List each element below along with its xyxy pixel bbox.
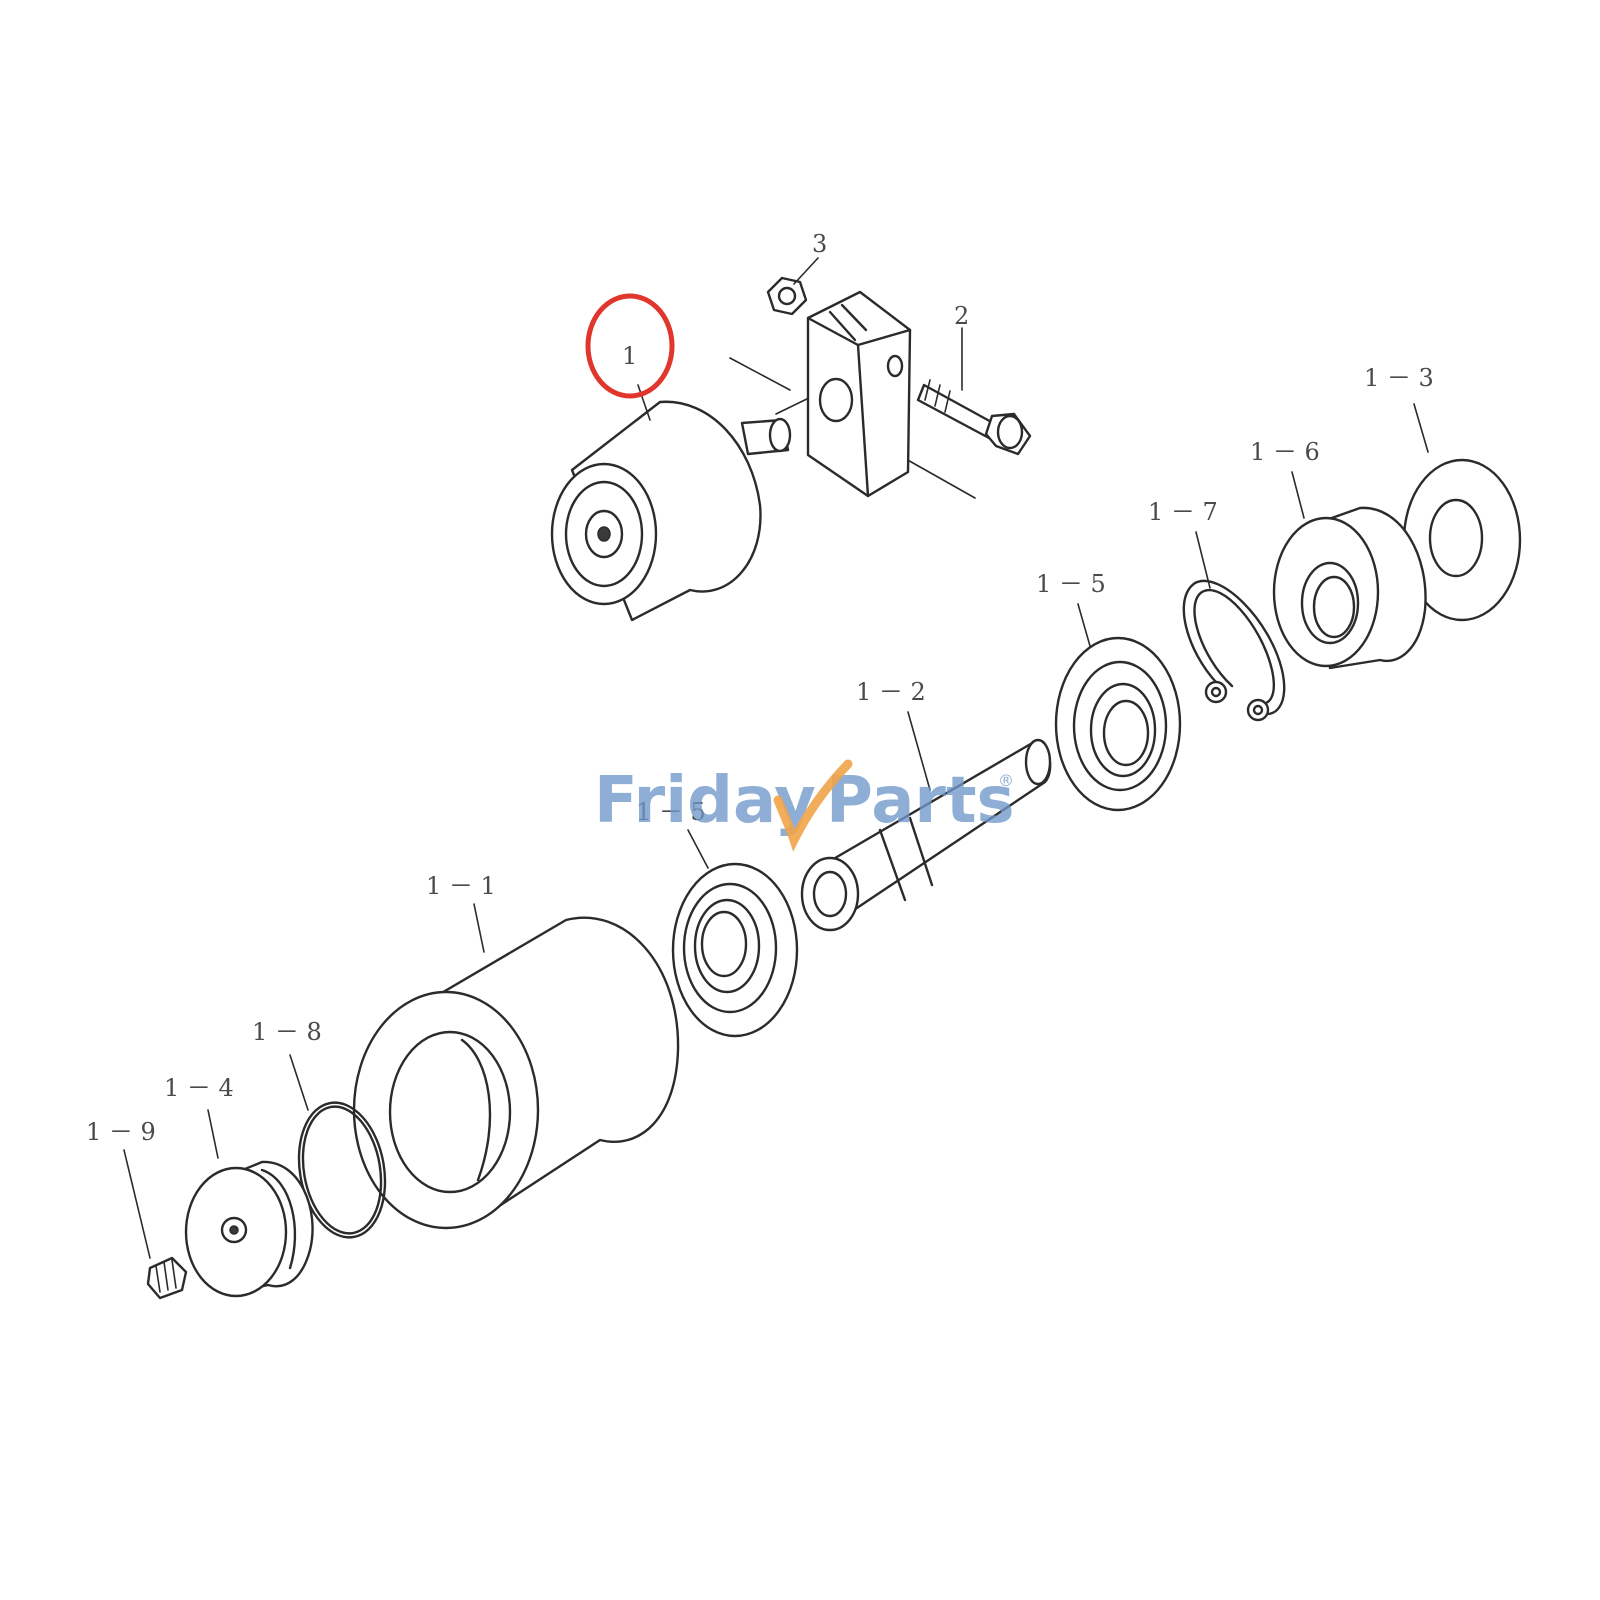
callout-1-3: 1 － 3 — [1364, 364, 1434, 392]
callout-3: 3 — [812, 230, 827, 258]
callout-1-7: 1 － 7 — [1148, 498, 1218, 526]
callout-1: 1 — [622, 342, 637, 370]
callout-1-5-rear: 1 － 5 — [1036, 570, 1106, 598]
o-ring-part-1-8[interactable] — [289, 1096, 395, 1245]
roller-assembly-part-1[interactable] — [550, 357, 976, 622]
fridayparts-watermark: Friday Parts ® — [594, 759, 1015, 852]
shaft-part-1-2[interactable] — [800, 738, 1052, 932]
washer-part-1-3[interactable] — [1402, 458, 1522, 622]
seal-cap-part-1-6[interactable] — [1272, 506, 1427, 670]
nut-part-3[interactable] — [766, 276, 808, 316]
highlight-circle — [585, 293, 675, 399]
snap-ring-part-1-7[interactable] — [1182, 579, 1286, 722]
callout-1-9: 1 － 9 — [86, 1118, 156, 1146]
bearing-rear-part-1-5[interactable] — [1054, 636, 1182, 812]
leader-lines — [123, 257, 1429, 1259]
callout-1-8: 1 － 8 — [252, 1018, 322, 1046]
bolt-part-2[interactable] — [916, 379, 1032, 456]
callout-1-4: 1 － 4 — [164, 1074, 234, 1102]
callout-1-5-front: 1 － 5 — [636, 798, 706, 826]
bearing-front-part-1-5[interactable] — [671, 862, 799, 1038]
mounting-bracket[interactable] — [806, 290, 912, 498]
watermark-swoosh — [773, 759, 853, 852]
roller-shell-part-1-1[interactable] — [352, 916, 680, 1230]
callout-1-1: 1 － 1 — [426, 872, 496, 900]
watermark-right: Parts — [826, 764, 1015, 838]
plug-part-1-9[interactable] — [146, 1256, 188, 1300]
end-cap-part-1-4[interactable] — [184, 1160, 314, 1298]
callout-1-2: 1 － 2 — [856, 678, 926, 706]
callout-1-6: 1 － 6 — [1250, 438, 1320, 466]
callout-2: 2 — [954, 302, 969, 330]
watermark-registered: ® — [998, 771, 1014, 790]
